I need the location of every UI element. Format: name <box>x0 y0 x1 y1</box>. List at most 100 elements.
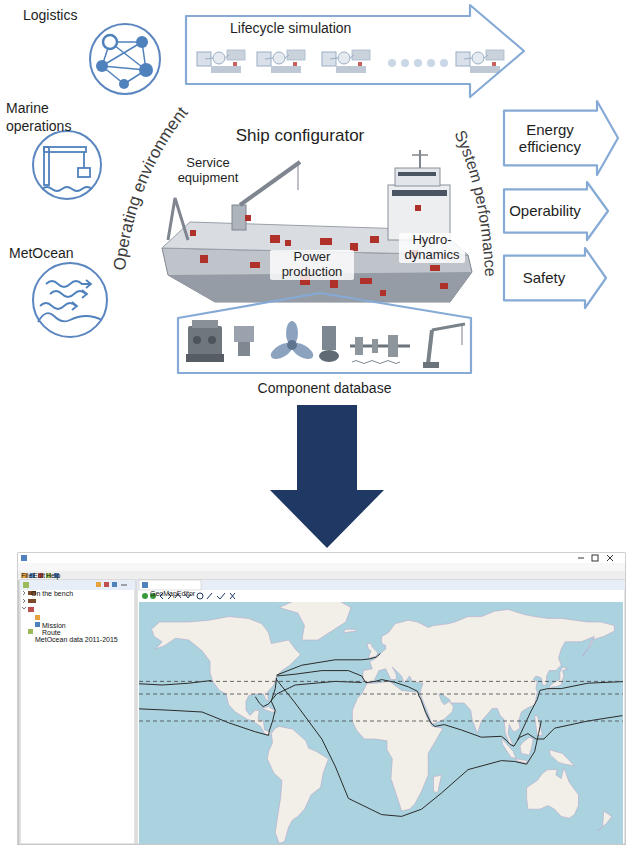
world-map-part-part <box>527 768 579 818</box>
software-window-part <box>142 582 148 588</box>
text-holder: Operability <box>503 181 587 241</box>
ship-illustration-part-part <box>430 265 440 271</box>
metocean-icon-part <box>40 303 76 309</box>
software-window-part <box>20 580 135 844</box>
menu-item-text: File <box>21 572 32 579</box>
software-window-part <box>35 622 40 627</box>
section-title-text: Ship configurator <box>236 126 365 146</box>
tree-item: MetOcean data 2011-2015 <box>35 628 118 646</box>
menu-item: File <box>21 564 32 582</box>
software-window-part <box>592 555 598 561</box>
ship-illustration-part-part <box>415 205 421 211</box>
text-holder: MetOcean <box>9 244 74 262</box>
software-window-part <box>607 555 613 561</box>
ship-illustration-part <box>395 168 440 186</box>
ship-illustration-part-part <box>285 240 291 246</box>
world-map-part-part <box>267 726 328 843</box>
world-map-part-part <box>277 654 381 676</box>
tree-item-text: MetOcean data 2011-2015 <box>35 636 118 643</box>
ship-illustration-part-part <box>370 236 379 243</box>
node-heading: Safety <box>523 269 566 286</box>
software-window-part <box>139 580 201 590</box>
software-window-part <box>112 582 117 587</box>
software-window-part <box>28 607 34 612</box>
world-map-part-part <box>352 681 442 811</box>
software-window-part <box>104 582 109 587</box>
ship-illustration-part-part <box>245 215 251 221</box>
component-database-shape-border <box>178 293 471 373</box>
world-map-part-part <box>597 811 612 831</box>
software-window-part <box>22 591 26 609</box>
world-map-part-part <box>277 680 542 817</box>
node-heading: Operability <box>509 202 581 219</box>
world-map-part-part <box>343 629 356 633</box>
lifecycle-scenes-part <box>427 59 435 67</box>
metocean-icon-part <box>86 280 91 288</box>
section-title: Ship configurator <box>210 126 390 146</box>
component-icons-part <box>352 361 400 364</box>
logistics-icon-part <box>103 35 117 49</box>
component-icons-part <box>238 342 250 356</box>
software-window-part <box>96 582 101 587</box>
component-database-shape-outline <box>177 292 472 374</box>
software-window-part <box>35 615 40 620</box>
text-holder: Component database <box>177 379 472 397</box>
text-holder: Logistics <box>23 6 77 24</box>
ship-illustration-part-part <box>330 280 338 288</box>
down-arrow <box>270 405 384 548</box>
curved-label-text: Operating environment <box>110 103 192 272</box>
menu-item-text: Help <box>46 572 60 579</box>
ship-illustration-part-part <box>380 290 386 296</box>
logistics-icon <box>96 35 153 89</box>
software-window-part <box>578 558 584 559</box>
lifecycle-scenes-part <box>414 59 422 67</box>
world-map <box>129 599 629 844</box>
component-icons-part <box>322 326 336 350</box>
ship-illustration-part <box>388 185 450 240</box>
component-icons-part <box>372 339 378 353</box>
ship-illustration-part <box>298 163 299 190</box>
software-window-part-part <box>207 593 212 599</box>
lifecycle-scenes-part <box>197 50 245 73</box>
software-window-part-part <box>23 591 25 595</box>
output-arrow: Energy efficiency <box>503 100 619 176</box>
output-arrow-border <box>504 101 618 175</box>
part-label-text: Power production <box>270 250 354 280</box>
panel-tab-text: On the bench <box>31 590 73 597</box>
software-window-part <box>18 571 625 580</box>
marine-operations-icon-part <box>78 168 90 177</box>
component-icons-part <box>192 320 218 328</box>
component-icons-part <box>188 326 222 356</box>
lifecycle-arrow-border <box>186 5 524 97</box>
node-heading: Marine operations <box>6 100 71 134</box>
software-window-part <box>18 553 625 845</box>
world-map-part-part <box>367 644 378 658</box>
panel-tab: On the bench <box>31 582 73 600</box>
metocean-circle: MetOcean <box>32 262 108 338</box>
software-window-part-part <box>22 607 26 609</box>
node-heading: Logistics <box>23 7 77 23</box>
marine-operations-circle: Marine operations <box>32 130 102 200</box>
software-window-part <box>121 585 127 586</box>
logistics-icon-part <box>139 63 153 77</box>
software-window-part <box>18 553 625 563</box>
menu-item-text: Edit <box>33 572 45 579</box>
marine-operations-icon-part <box>44 147 86 152</box>
output-arrow: Safety <box>503 247 607 309</box>
software-window-part <box>21 555 27 561</box>
text-holder: Safety <box>503 247 585 309</box>
world-map-part-part <box>139 721 623 722</box>
ship-illustration-part-part <box>440 283 448 289</box>
part-label: Service equipment <box>166 156 250 186</box>
logistics-icon-part <box>96 60 108 72</box>
lifecycle-scenes-part <box>456 50 504 73</box>
text-holder: Lifecycle simulation <box>230 19 351 37</box>
output-arrow-border <box>504 248 606 308</box>
world-map-part-part <box>139 694 623 695</box>
text-holder: Marine operations <box>6 99 80 135</box>
component-icons-part <box>388 335 398 357</box>
part-label-text: Hydro-dynamics <box>399 233 465 263</box>
editor-tab-text: GeoMapEditor <box>150 590 195 597</box>
text-holder: Energy efficiency <box>503 100 597 176</box>
menu-item: Help <box>46 564 60 582</box>
